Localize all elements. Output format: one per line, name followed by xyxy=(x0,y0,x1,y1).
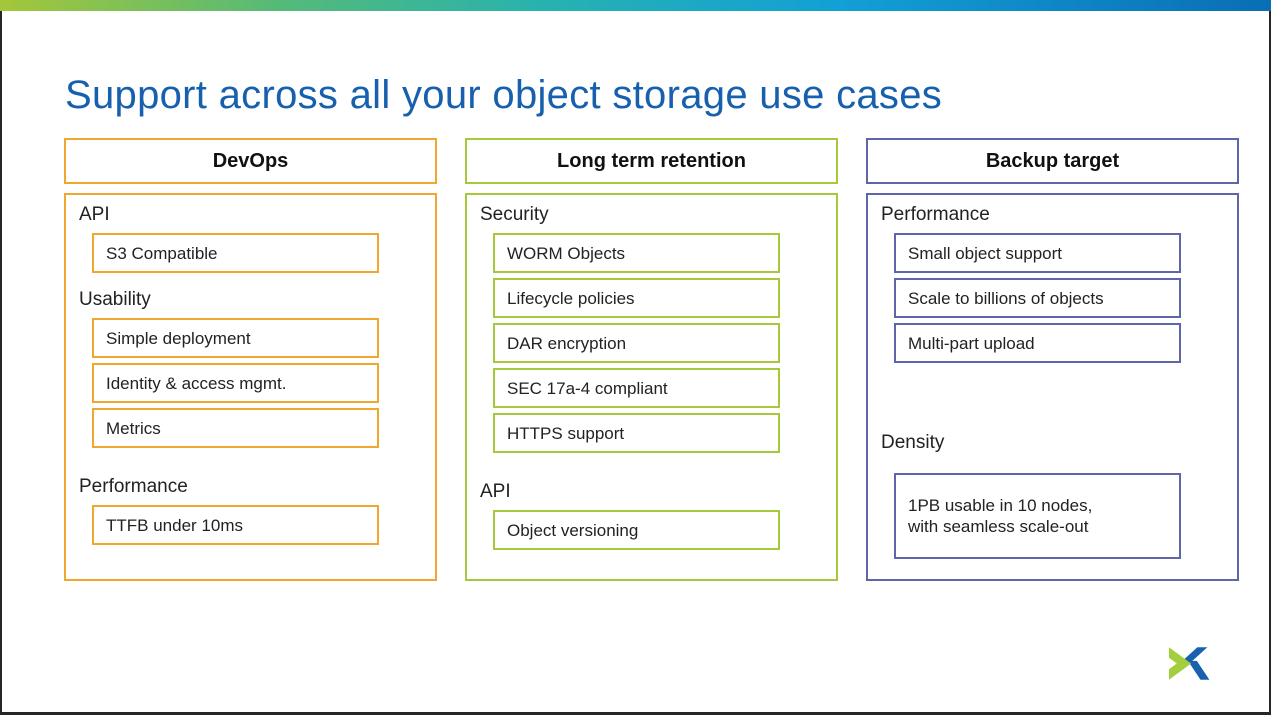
section-label: Performance xyxy=(79,476,188,497)
column-header-backup-target: Backup target xyxy=(866,138,1239,184)
feature-item: SEC 17a-4 compliant xyxy=(493,368,780,408)
feature-item: Small object support xyxy=(894,233,1181,273)
feature-item: DAR encryption xyxy=(493,323,780,363)
column-header-long-term-retention: Long term retention xyxy=(465,138,838,184)
feature-item: HTTPS support xyxy=(493,413,780,453)
top-gradient-bar xyxy=(0,0,1271,11)
section-label: API xyxy=(79,204,110,225)
section-label: API xyxy=(480,481,511,502)
feature-item: WORM Objects xyxy=(493,233,780,273)
feature-item: TTFB under 10ms xyxy=(92,505,379,545)
feature-item: Lifecycle policies xyxy=(493,278,780,318)
feature-item: 1PB usable in 10 nodes, with seamless sc… xyxy=(894,473,1181,559)
feature-item: Scale to billions of objects xyxy=(894,278,1181,318)
feature-item: Identity & access mgmt. xyxy=(92,363,379,403)
section-label: Usability xyxy=(79,289,151,310)
section-api: API S3 Compatible xyxy=(79,204,421,273)
column-header-devops: DevOps xyxy=(64,138,437,184)
section-api: API Object versioning xyxy=(480,481,822,550)
section-label: Density xyxy=(881,432,945,453)
feature-item: Simple deployment xyxy=(92,318,379,358)
feature-item: Metrics xyxy=(92,408,379,448)
feature-item: Object versioning xyxy=(493,510,780,550)
nutanix-x-logo-icon xyxy=(1169,647,1210,680)
slide-title: Support across all your object storage u… xyxy=(65,72,943,117)
feature-item: S3 Compatible xyxy=(92,233,379,273)
section-label: Performance xyxy=(881,204,990,225)
section-label: Security xyxy=(480,204,549,225)
feature-item: Multi-part upload xyxy=(894,323,1181,363)
section-density: Density 1PB usable in 10 nodes, with seam… xyxy=(881,432,1223,559)
